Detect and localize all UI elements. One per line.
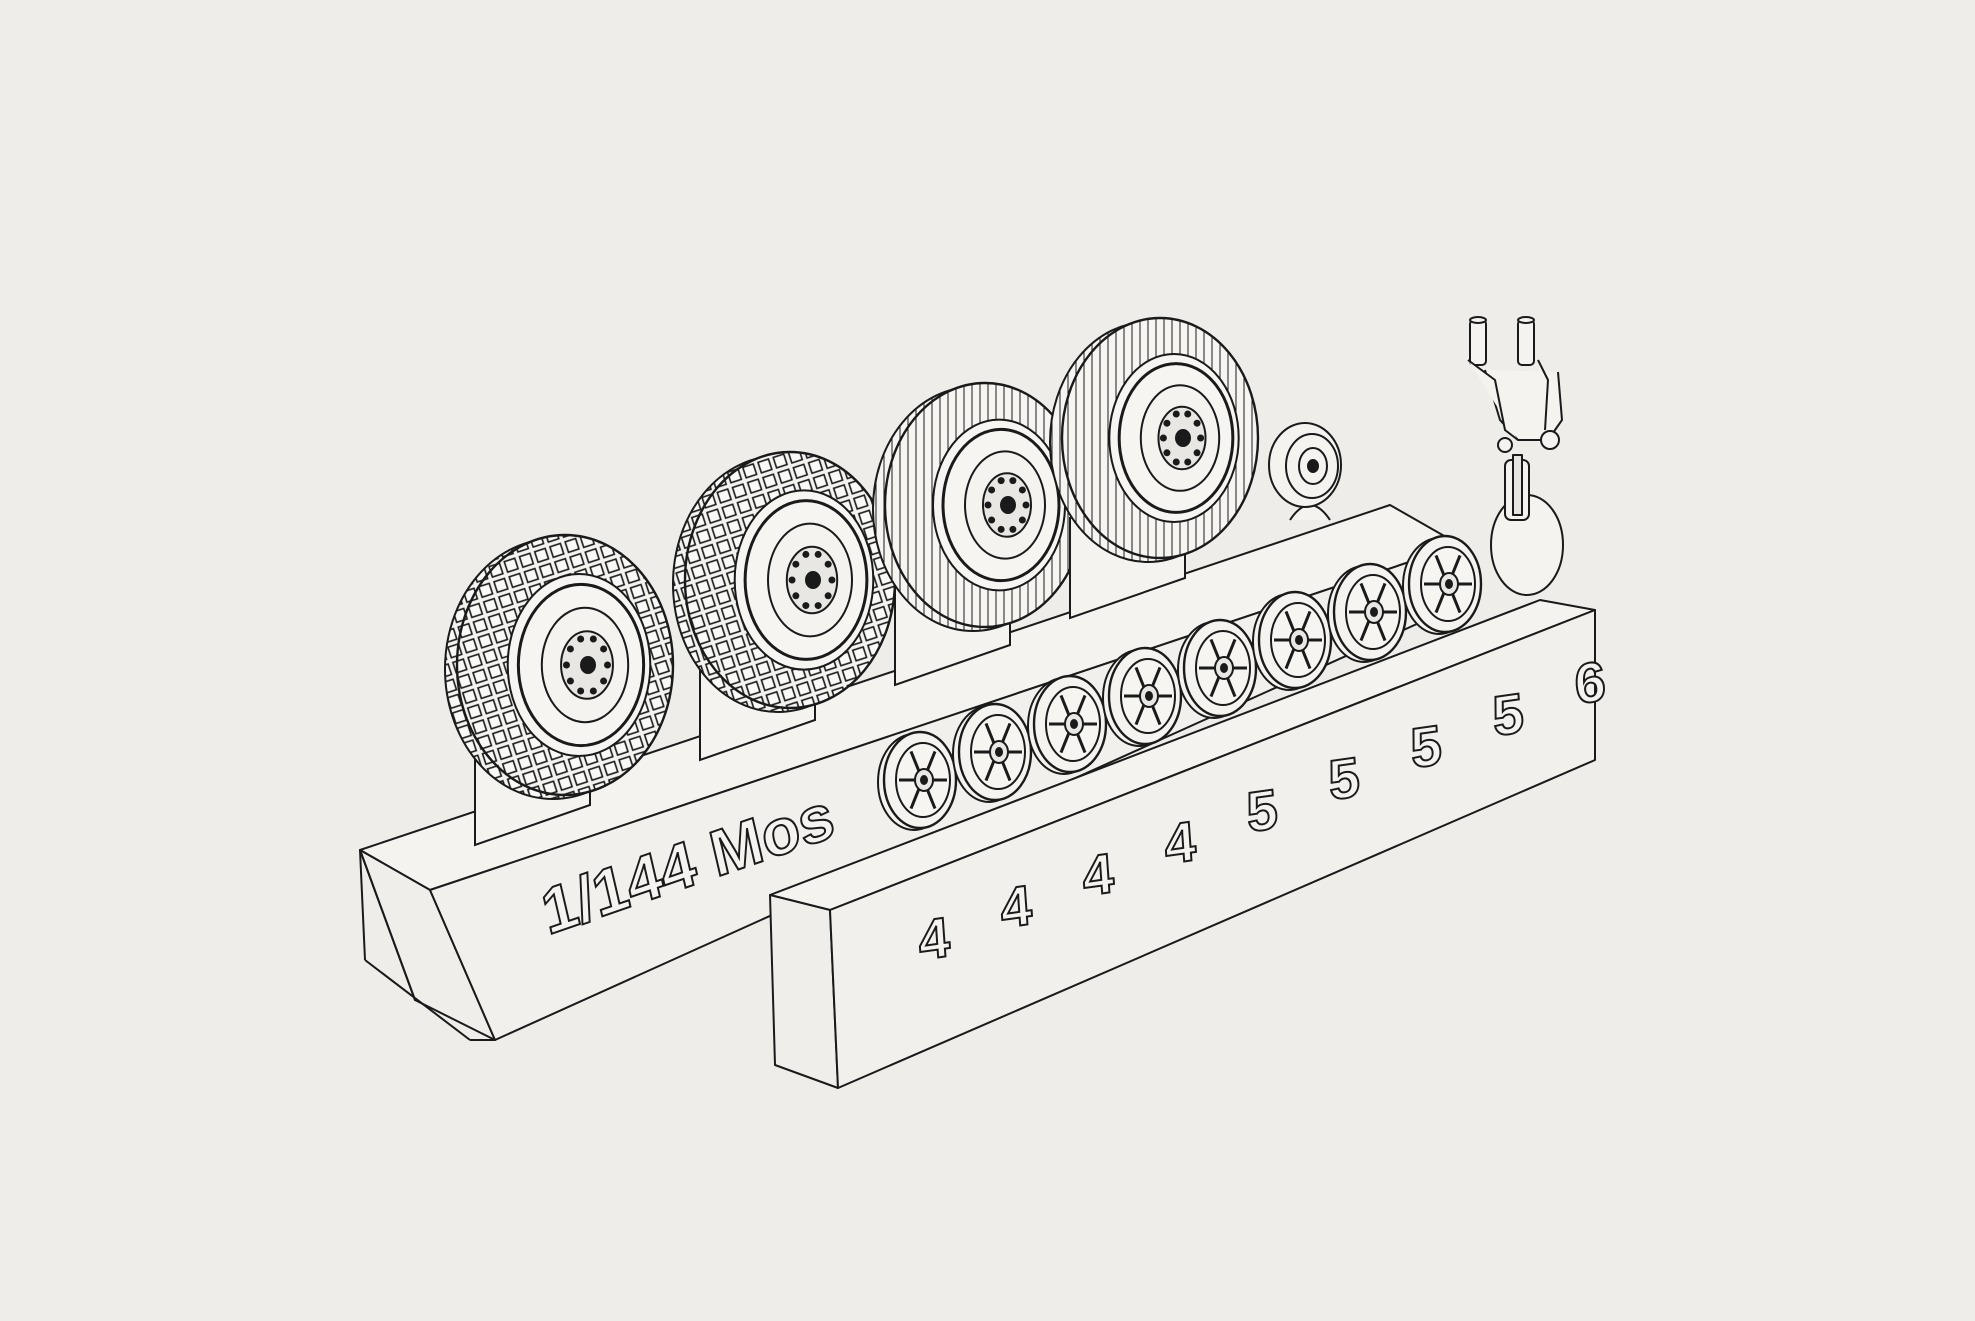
small-wheel-1 — [877, 730, 958, 831]
landing-gear-leg — [1467, 316, 1564, 596]
marking-5: 5 — [1244, 777, 1279, 844]
marking-1: 4 — [916, 905, 951, 972]
marking-8: 5 — [1490, 681, 1525, 748]
small-wheel-3 — [1027, 674, 1108, 775]
small-wheel-4 — [1102, 646, 1183, 747]
marking-7: 5 — [1408, 713, 1443, 780]
tail-wheel — [1268, 422, 1342, 521]
marking-4: 4 — [1162, 809, 1197, 876]
marking-2: 4 — [998, 873, 1033, 940]
small-wheel-group — [877, 534, 1483, 831]
large-wheel-group — [444, 316, 1260, 847]
small-wheel-2 — [952, 702, 1033, 803]
small-wheel-5 — [1177, 618, 1258, 719]
small-wheel-6 — [1252, 590, 1333, 691]
small-wheel-7 — [1327, 562, 1408, 663]
small-wheel-8 — [1402, 534, 1483, 635]
ribbed-wheel-1 — [872, 381, 1087, 687]
marking-3: 4 — [1080, 841, 1115, 908]
block-tread-wheel-1 — [444, 533, 675, 847]
marking-6: 5 — [1326, 745, 1361, 812]
marking-9: 6 — [1572, 649, 1607, 716]
front-sprue-base — [769, 599, 1596, 1089]
block-tread-wheel-2 — [672, 450, 897, 762]
ribbed-wheel-2 — [1049, 316, 1260, 620]
